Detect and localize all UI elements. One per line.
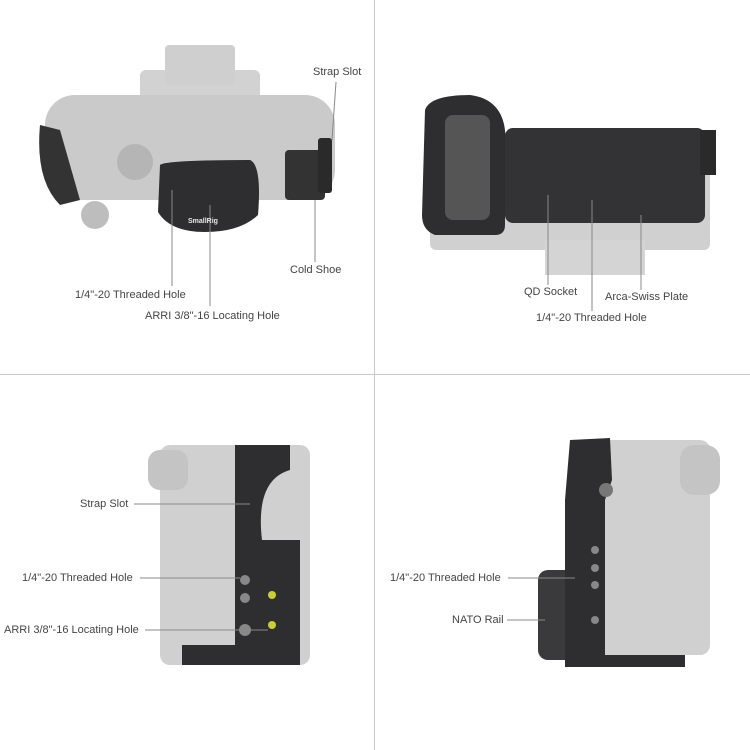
callout-cold-shoe: Cold Shoe [290,264,342,276]
callout-strap-slot: Strap Slot [80,498,129,510]
callout-threaded-hole: 1/4"-20 Threaded Hole [536,312,647,324]
leader-lines [134,81,642,631]
top-view-image [39,45,335,232]
brand-logo-text: SmallRig [188,218,218,225]
callout-threaded-hole: 1/4"-20 Threaded Hole [390,572,501,584]
vertical-divider [374,0,375,750]
callout-arca-swiss-plate: Arca-Swiss Plate [605,291,689,303]
callout-arri-locating-hole: ARRI 3/8"-16 Locating Hole [145,310,280,322]
bottom-view-image [422,95,716,275]
callout-arri-locating-hole: ARRI 3/8"-16 Locating Hole [4,624,139,636]
right-side-view-image [538,438,720,667]
callout-nato-rail: NATO Rail [452,614,504,626]
callout-strap-slot: Strap Slot [313,66,362,78]
callout-qd-socket: QD Socket [524,286,578,298]
left-side-view-image [148,445,310,665]
callout-threaded-hole: 1/4"-20 Threaded Hole [75,289,186,301]
horizontal-divider [0,374,750,375]
callout-threaded-hole: 1/4"-20 Threaded Hole [22,572,133,584]
